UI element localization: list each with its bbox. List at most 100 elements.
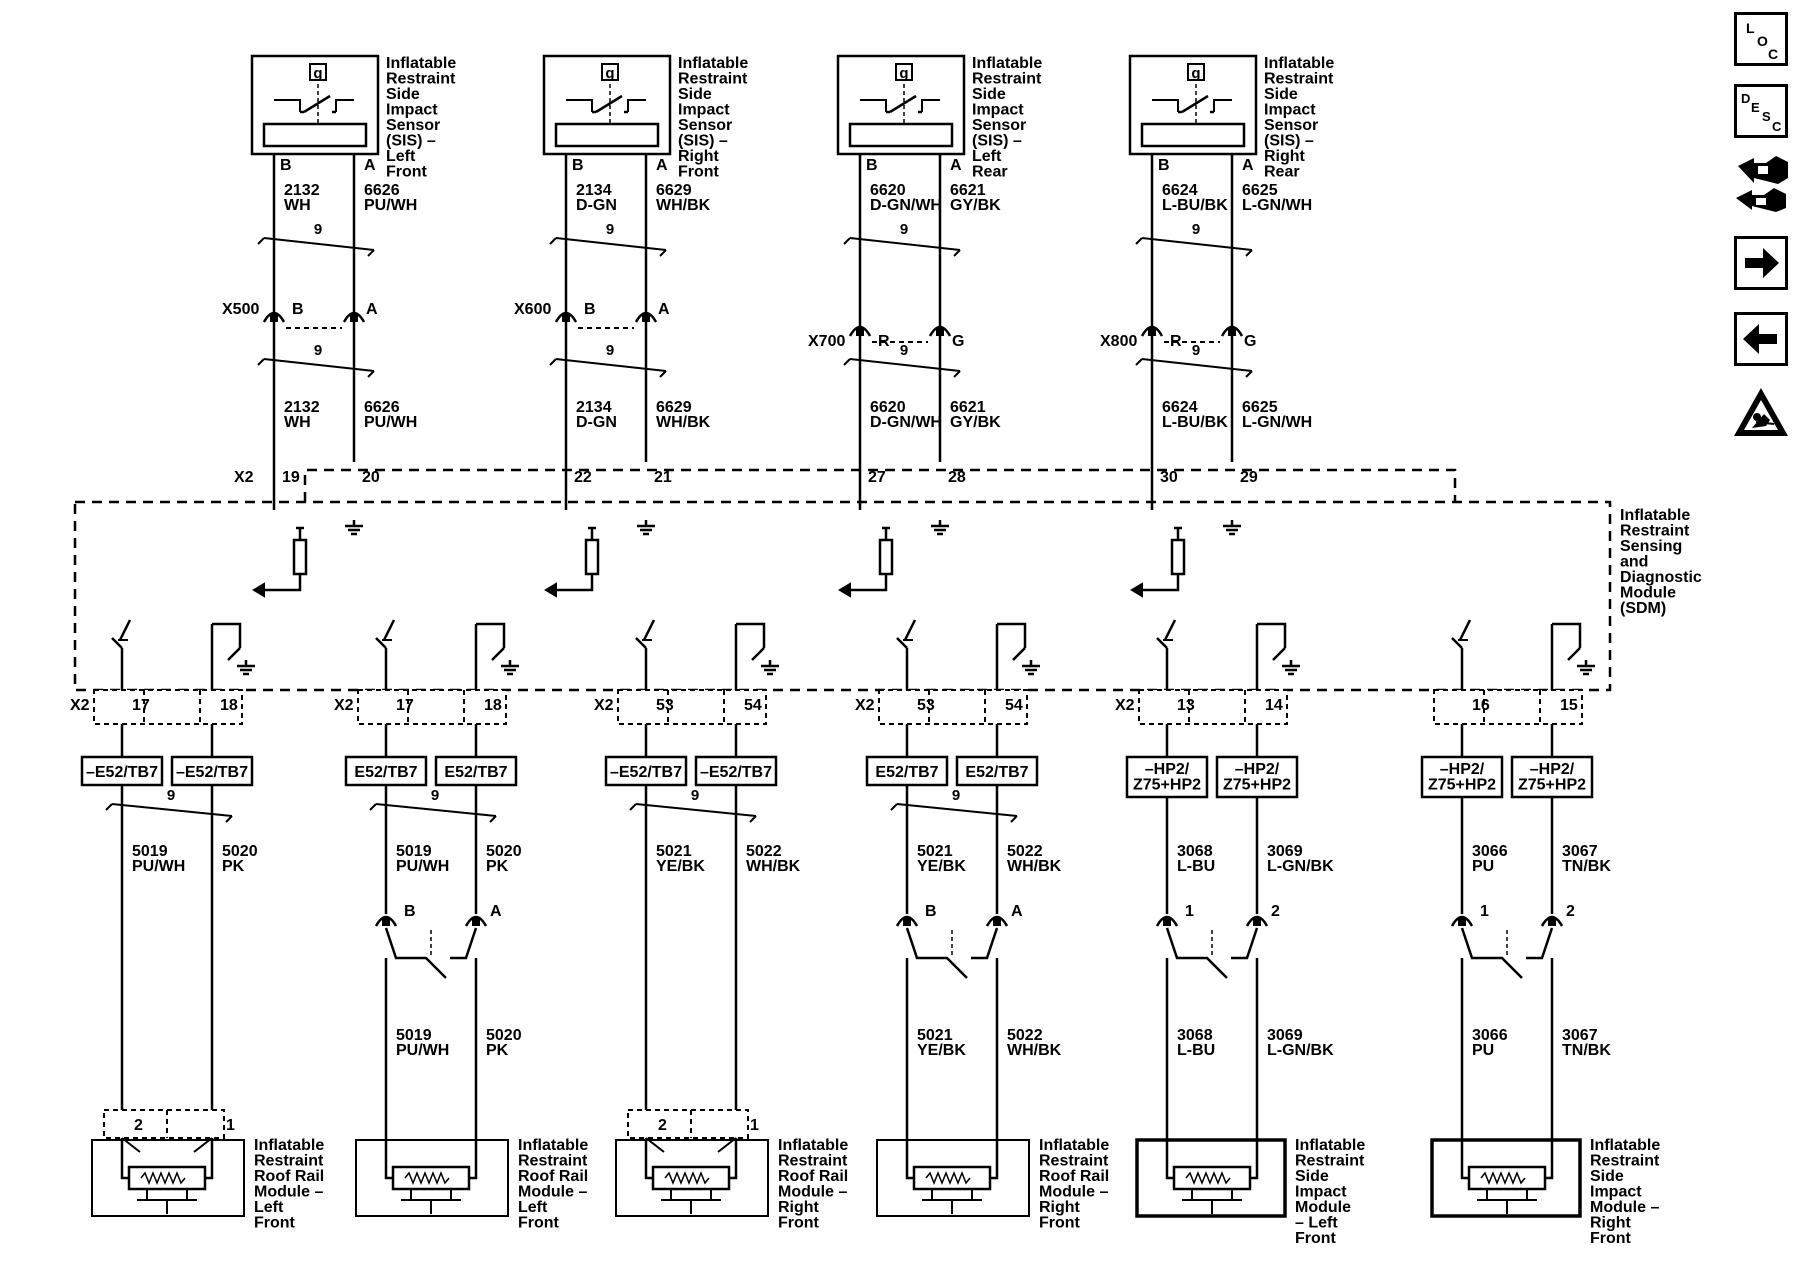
inline-connector-pin-2 <box>928 325 952 337</box>
module-connector-pin-2 <box>1245 915 1269 927</box>
pin-socket <box>985 915 1009 927</box>
label-line: 9 <box>606 342 614 359</box>
squib-resistor <box>664 1170 710 1186</box>
wire-color: PU/WH <box>396 858 449 875</box>
module-connector-pin-label: B <box>925 903 937 920</box>
inline-connector-pin-2 <box>1220 325 1244 337</box>
label-line: –HP2/ <box>1440 761 1485 778</box>
label-line: 3067 <box>1562 1027 1598 1044</box>
pin-body <box>856 328 864 336</box>
inline-connector-pin-label: G <box>952 333 964 350</box>
label-line: GY/BK <box>950 414 1001 431</box>
twisted-pair-mark-upper: 9 <box>257 221 375 257</box>
label-line: Restraint <box>1039 1153 1109 1170</box>
label-line: – Left <box>1295 1215 1338 1232</box>
wire-color: WH <box>284 197 311 214</box>
pin-socket <box>464 915 488 927</box>
inline-connector-pin-label: A <box>658 301 670 318</box>
label-line: 15 <box>1560 697 1578 714</box>
label-line: 16 <box>1472 697 1490 714</box>
label-line: PK <box>486 858 509 875</box>
inline-connector-pin-label: A <box>366 301 378 318</box>
pin-socket <box>928 325 952 337</box>
option-code: E52/TB7 <box>965 764 1028 781</box>
twist-line <box>849 237 961 251</box>
label-line: Module – <box>254 1184 323 1201</box>
sdm-pin-number: 54 <box>1005 697 1023 714</box>
tick <box>257 237 265 245</box>
option-code: –E52/TB7 <box>176 764 248 781</box>
module-connector-pin-label: 2 <box>1271 903 1280 920</box>
wire-color: WH/BK <box>1007 1042 1062 1059</box>
location-view-button[interactable]: L O C <box>1734 12 1788 66</box>
label-line: PK <box>222 858 245 875</box>
sdm-pin-number: 14 <box>1265 697 1283 714</box>
sdm-ground <box>1577 660 1595 676</box>
wire-color: YE/BK <box>656 858 705 875</box>
label-line: Module <box>1295 1199 1351 1216</box>
pin-body <box>1228 328 1236 336</box>
label-line: Front <box>678 164 720 181</box>
sdm-pin-number: 54 <box>744 697 762 714</box>
label-line: 6624 <box>1162 182 1198 199</box>
sdm-pin-number: 27 <box>868 469 886 486</box>
label-line: L-BU <box>1177 1042 1215 1059</box>
label-line: Module – <box>778 1184 847 1201</box>
twist-line <box>1141 237 1253 251</box>
wire-color: WH/BK <box>656 414 711 431</box>
tick <box>1135 358 1143 366</box>
twisted-pair-mark: 9 <box>890 787 1018 823</box>
label-line: Front <box>1590 1230 1632 1247</box>
wire-color: WH/BK <box>746 858 801 875</box>
squib-resistor <box>1480 1170 1526 1186</box>
sensor-pin-b: B <box>280 157 292 174</box>
label-line: 9 <box>314 342 322 359</box>
inline-connector-id: X700 <box>808 333 845 350</box>
label-line: Rear <box>972 164 1008 181</box>
label-line: g <box>605 65 614 82</box>
sdm-pin-number: 13 <box>1177 697 1195 714</box>
label-line: Front <box>1039 1215 1081 1232</box>
label-line: Side <box>1590 1168 1624 1185</box>
option-code: –HP2/Z75+HP2 <box>1223 761 1291 794</box>
circuit-number: 6626 <box>364 399 400 416</box>
previous-page-button[interactable] <box>1734 312 1788 366</box>
label-line: 54 <box>744 697 762 714</box>
next-page-button[interactable] <box>1734 236 1788 290</box>
label-line: g <box>313 65 322 82</box>
circuit-number: 6629 <box>656 399 692 416</box>
connector-end-view-icon[interactable] <box>1732 152 1792 214</box>
wire-color: D-GN <box>576 414 617 431</box>
module-connector-pin-label: A <box>1011 903 1023 920</box>
label-line: 5021 <box>656 843 692 860</box>
label-line: X700 <box>808 333 845 350</box>
label-line: 28 <box>948 469 966 486</box>
label-line: YE/BK <box>917 1042 966 1059</box>
label-line: Right <box>1590 1215 1632 1232</box>
label-line: 5020 <box>222 843 258 860</box>
label-line: –E52/TB7 <box>610 764 682 781</box>
twist-line <box>263 237 375 251</box>
twist-count: 9 <box>952 787 960 804</box>
label-line: 6626 <box>364 182 400 199</box>
sdm-connector-id: X2 <box>234 469 254 486</box>
label-line: Front <box>254 1215 296 1232</box>
description-view-button[interactable]: D E S C <box>1734 84 1788 138</box>
option-code-box <box>1420 755 1504 799</box>
label-line: –HP2/ <box>1235 761 1280 778</box>
label-line: B <box>1158 157 1170 174</box>
sensor-ground <box>345 520 363 536</box>
label-line: Restraint <box>678 71 748 88</box>
label-line: 2 <box>134 1117 143 1134</box>
navigation-panel: L O C D E S C <box>1722 0 1800 460</box>
module-connector-pin-2 <box>464 915 488 927</box>
label-line: Module – <box>1590 1199 1659 1216</box>
twisted-pair-mark-lower: 9 <box>549 342 667 378</box>
tick <box>225 815 233 823</box>
